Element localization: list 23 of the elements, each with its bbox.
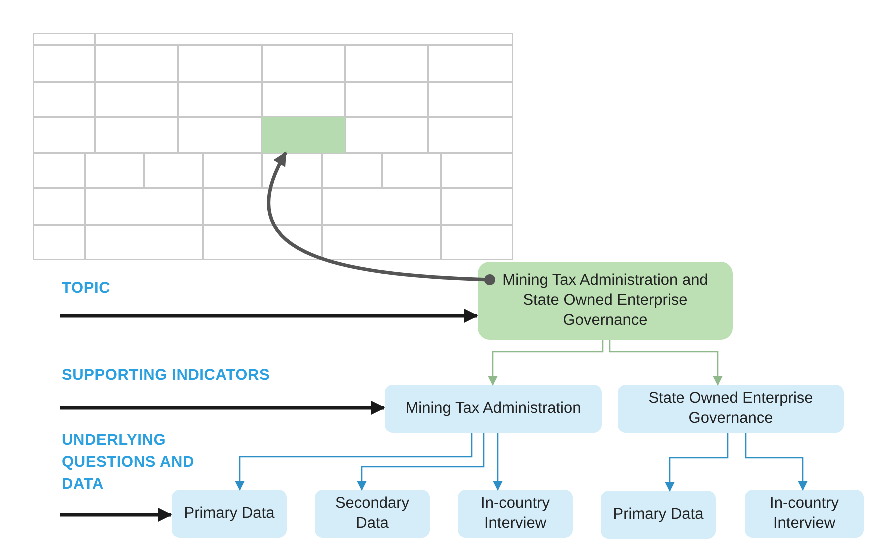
arrow — [60, 401, 386, 415]
data-box: Secondary Data — [315, 490, 430, 538]
arrow — [665, 433, 729, 492]
arrow — [488, 340, 604, 386]
indicator-box: State Owned Enterprise Governance — [618, 385, 844, 433]
arrow — [357, 433, 485, 491]
table-grid — [33, 33, 513, 260]
arrow — [60, 309, 478, 323]
arrow — [493, 433, 503, 491]
arrow — [235, 433, 473, 491]
arrow — [745, 433, 808, 491]
indicator-box: Mining Tax Administration — [385, 385, 602, 433]
data-box: In-country Interview — [458, 490, 573, 538]
highlighted-cell — [262, 117, 345, 153]
arrow — [267, 152, 496, 286]
data-box: Primary Data — [172, 490, 287, 538]
data-box: Primary Data — [601, 491, 716, 539]
arrow — [609, 340, 723, 386]
row-heading: SUPPORTING INDICATORS — [62, 366, 272, 386]
data-box: In-country Interview — [745, 490, 864, 538]
arrow — [60, 508, 172, 522]
topic-box: Mining Tax Administration and State Owned Enterprise Governance — [478, 262, 733, 340]
row-heading: TOPIC — [62, 279, 112, 299]
